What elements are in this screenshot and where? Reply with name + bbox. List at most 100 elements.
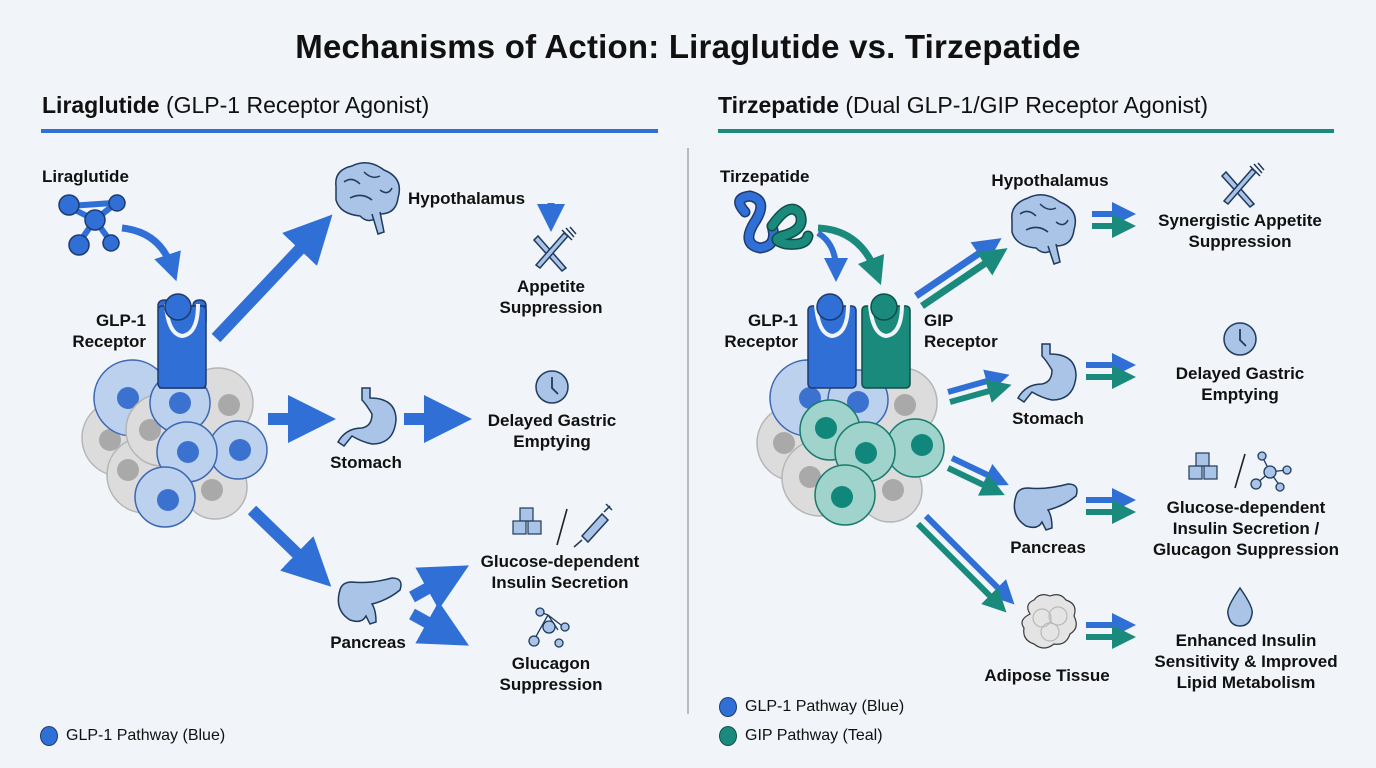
dual-arrow-to-appetite: [1092, 202, 1136, 238]
tirzepatide-heading-bold: Tirzepatide: [718, 92, 839, 118]
arrow-to-pancreas-left: [247, 505, 332, 587]
glp1-receptor-icon-right: [807, 293, 857, 389]
synergistic-appetite-line2: Suppression: [1188, 232, 1292, 251]
dual-arrow-to-hypothalamus: [914, 238, 1008, 309]
synergistic-appetite-line1: Synergistic Appetite: [1158, 211, 1322, 230]
insulin-right-line3: Glucagon Suppression: [1152, 540, 1340, 559]
legend-right-gip-label: GIP Pathway (Teal): [745, 727, 883, 744]
teal-swatch-icon: [719, 726, 737, 746]
insulin-glucagon-label-right: Glucose-dependent Insulin Secretion / Gl…: [1136, 497, 1356, 560]
glp1-receptor-right-line2: Receptor: [724, 332, 798, 351]
brain-icon-left: [335, 162, 401, 235]
synergistic-appetite-label: Synergistic Appetite Suppression: [1140, 210, 1340, 252]
lipid-metabolism-label: Enhanced Insulin Sensitivity & Improved …: [1136, 630, 1356, 693]
legend-right-gip: GIP Pathway (Teal): [719, 726, 883, 746]
glp1-receptor-label-right: GLP-1 Receptor: [708, 310, 798, 352]
liraglutide-label: Liraglutide: [42, 167, 129, 186]
insulin-label-line1: Glucose-dependent: [480, 552, 640, 571]
glucagon-label-line1: Glucagon: [511, 654, 591, 673]
insulin-secretion-label-left: Glucose-dependent Insulin Secretion: [464, 551, 656, 593]
pancreas-label-right: Pancreas: [1010, 538, 1086, 557]
glucagon-label-line2: Suppression: [499, 675, 603, 694]
binding-arrow-glp1: [816, 230, 848, 282]
glp1-receptor-icon-left: [157, 293, 207, 389]
cell-cluster-left: [81, 359, 268, 528]
appetite-label-line1: Appetite: [517, 277, 585, 296]
section-divider: [687, 148, 689, 714]
legend-left-glp1: GLP-1 Pathway (Blue): [40, 726, 225, 746]
gastric-right-line1: Delayed Gastric: [1175, 364, 1305, 383]
clock-icon-left: [535, 370, 569, 404]
gastric-label-line2: Emptying: [513, 432, 591, 451]
dual-arrow-to-gastric: [1086, 353, 1136, 389]
glp1-receptor-label-line2: Receptor: [72, 332, 146, 351]
legend-right-glp1: GLP-1 Pathway (Blue): [719, 697, 904, 717]
gastric-right-line2: Emptying: [1201, 385, 1279, 404]
sugar-cubes-icon-left: [512, 507, 542, 535]
appetite-label-line2: Suppression: [499, 298, 603, 317]
dual-arrow-to-insulin: [1086, 488, 1136, 524]
hypothalamus-label-left: Hypothalamus: [408, 189, 526, 208]
gastric-label-line1: Delayed Gastric: [487, 411, 617, 430]
tirzepatide-heading-rule: [718, 129, 1334, 133]
tirzepatide-label: Tirzepatide: [720, 167, 810, 186]
lipid-line1: Enhanced Insulin: [1175, 631, 1317, 650]
tirzepatide-heading-subtitle: (Dual GLP-1/GIP Receptor Agonist): [839, 92, 1209, 118]
liraglutide-molecule-icon: [58, 194, 126, 256]
liraglutide-heading-subtitle: (GLP-1 Receptor Agonist): [159, 92, 430, 118]
fork-knife-icon-right: [1220, 162, 1265, 209]
dual-arrow-to-adipose: [915, 513, 1015, 613]
slash-separator-right: [1234, 453, 1246, 489]
stomach-icon-right: [1017, 343, 1077, 404]
water-drop-icon: [1227, 586, 1253, 627]
glp1-receptor-label-left: GLP-1 Receptor: [58, 310, 146, 352]
glp1-receptor-label-line1: GLP-1: [95, 311, 146, 330]
gastric-emptying-label-right: Delayed Gastric Emptying: [1160, 363, 1320, 405]
dual-arrow-to-stomach: [947, 369, 1012, 405]
gip-receptor-line1: GIP: [924, 311, 954, 330]
liraglutide-heading-bold: Liraglutide: [42, 92, 160, 118]
appetite-suppression-label-left: Appetite Suppression: [486, 276, 616, 318]
syringe-icon-left: [573, 503, 613, 548]
gip-receptor-label: GIP Receptor: [924, 310, 998, 352]
lipid-line2: Sensitivity & Improved: [1154, 652, 1338, 671]
lipid-line3: Lipid Metabolism: [1176, 673, 1316, 692]
dual-arrow-to-lipid: [1086, 613, 1136, 649]
fork-knife-icon-left: [532, 226, 577, 273]
dual-arrow-to-pancreas: [946, 455, 1009, 496]
pancreas-icon-right: [1013, 483, 1078, 531]
hypothalamus-label-right: Hypothalamus: [991, 171, 1109, 190]
insulin-right-line1: Glucose-dependent: [1166, 498, 1326, 517]
glucagon-molecule-icon-left: [528, 607, 570, 648]
arrow-to-hypothalamus-left: [211, 214, 333, 343]
legend-right-glp1-label: GLP-1 Pathway (Blue): [745, 698, 905, 715]
stomach-label-left: Stomach: [330, 453, 402, 472]
binding-arrow-gip: [817, 224, 885, 286]
brain-icon-right: [1011, 194, 1077, 265]
stomach-label-right: Stomach: [1012, 409, 1084, 428]
page-title: Mechanisms of Action: Liraglutide vs. Ti…: [295, 28, 1081, 65]
pancreas-label-left: Pancreas: [330, 633, 406, 652]
clock-icon-right: [1223, 322, 1257, 356]
blue-swatch-icon: [719, 697, 737, 717]
gastric-emptying-label-left: Delayed Gastric Emptying: [472, 410, 632, 452]
pancreas-icon-left: [337, 577, 402, 625]
sugar-cubes-icon-right: [1188, 452, 1218, 480]
glp1-receptor-right-line1: GLP-1: [747, 311, 798, 330]
tirzepatide-heading: Tirzepatide (Dual GLP-1/GIP Receptor Ago…: [718, 92, 1208, 119]
gip-receptor-icon: [861, 293, 911, 389]
liraglutide-heading: Liraglutide (GLP-1 Receptor Agonist): [42, 92, 429, 119]
adipose-tissue-label: Adipose Tissue: [984, 666, 1110, 685]
binding-arrow: [121, 224, 181, 282]
liraglutide-heading-rule: [41, 129, 658, 133]
arrow-to-glucagon-left: [409, 601, 469, 646]
tirzepatide-peptide-icon: [734, 190, 814, 254]
glucagon-molecule-icon-right: [1250, 451, 1292, 492]
insulin-right-line2: Insulin Secretion /: [1172, 519, 1320, 538]
legend-left-glp1-label: GLP-1 Pathway (Blue): [66, 727, 226, 744]
cell-cluster-right: [756, 359, 945, 526]
stomach-icon-left: [337, 387, 397, 448]
glucagon-suppression-label-left: Glucagon Suppression: [486, 653, 616, 695]
gip-receptor-line2: Receptor: [924, 332, 998, 351]
